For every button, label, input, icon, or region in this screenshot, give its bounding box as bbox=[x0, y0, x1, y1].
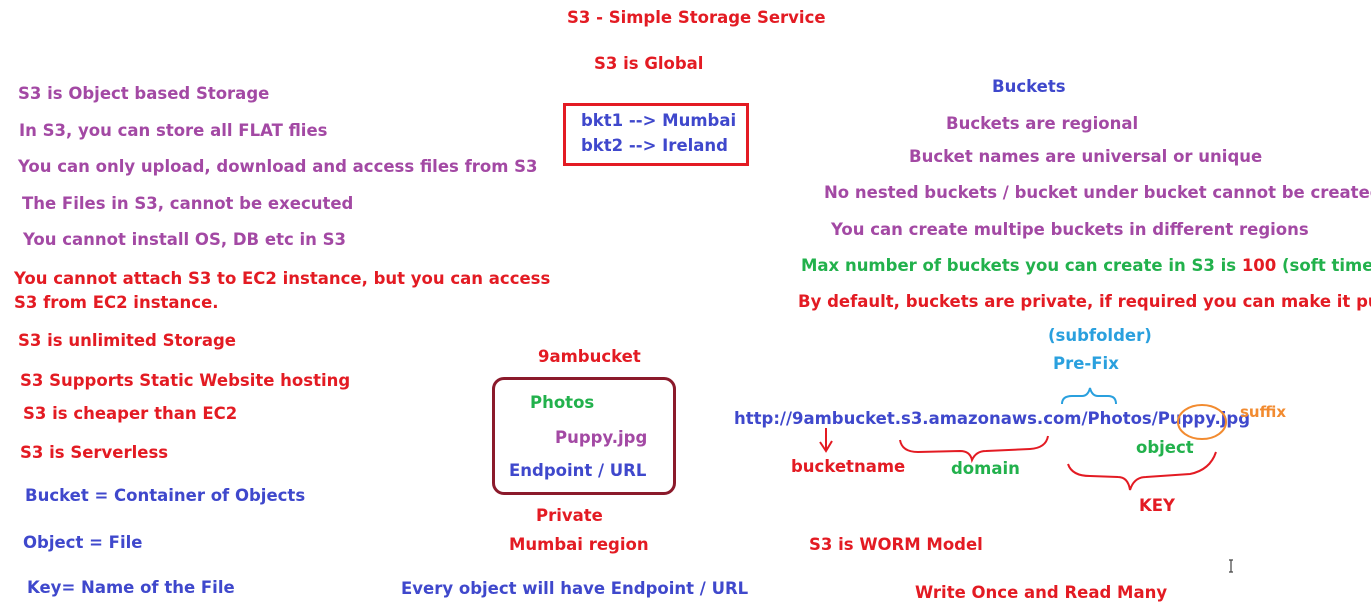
object-label: object bbox=[1136, 438, 1194, 457]
buckets-heading: Buckets bbox=[992, 77, 1066, 96]
buckets-max-suffix: (soft time) bbox=[1276, 256, 1371, 275]
buckets-regional: Buckets are regional bbox=[946, 114, 1139, 133]
region-box-line-2: bkt2 --> Ireland bbox=[581, 136, 728, 155]
note-static-site: S3 Supports Static Website hosting bbox=[20, 371, 351, 390]
note-no-install: You cannot install OS, DB etc in S3 bbox=[23, 230, 346, 249]
note-key-definition: Key= Name of the File bbox=[27, 578, 235, 597]
buckets-unique: Bucket names are universal or unique bbox=[909, 147, 1263, 166]
domain-brace bbox=[899, 435, 1049, 464]
url-text: http://9ambucket.s3.amazonaws.com/Photos… bbox=[734, 409, 1251, 428]
text-cursor-icon bbox=[1229, 559, 1233, 573]
bucket-file: Puppy.jpg bbox=[555, 428, 648, 447]
domain-label: domain bbox=[951, 459, 1020, 478]
note-upload: You can only upload, download and access… bbox=[18, 157, 538, 176]
bucketname-arrow bbox=[819, 428, 833, 453]
global-note: S3 is Global bbox=[594, 54, 704, 73]
buckets-multiple: You can create multipe buckets in differ… bbox=[831, 220, 1309, 239]
bucket-region: Mumbai region bbox=[509, 535, 649, 554]
prefix-label: Pre-Fix bbox=[1053, 354, 1119, 373]
region-box bbox=[563, 103, 749, 166]
buckets-max-number: Max number of buckets you can create in … bbox=[801, 256, 1371, 276]
key-label: KEY bbox=[1139, 496, 1176, 515]
bucket-box bbox=[492, 377, 676, 495]
bucket-endpoint: Endpoint / URL bbox=[509, 461, 647, 480]
buckets-no-nested: No nested buckets / bucket under bucket … bbox=[824, 183, 1371, 202]
worm-model: S3 is WORM Model bbox=[809, 535, 983, 554]
note-ec2-line-1: You cannot attach S3 to EC2 instance, bu… bbox=[14, 269, 551, 288]
worm-meaning: Write Once and Read Many bbox=[915, 583, 1168, 602]
note-object-definition: Object = File bbox=[23, 533, 143, 552]
bucket-access: Private bbox=[536, 506, 603, 525]
note-flat-files: In S3, you can store all FLAT flies bbox=[19, 121, 328, 140]
note-object-storage: S3 is Object based Storage bbox=[18, 84, 270, 103]
region-box-line-1: bkt1 --> Mumbai bbox=[581, 111, 737, 130]
key-brace bbox=[1067, 451, 1217, 491]
suffix-label: suffix bbox=[1240, 403, 1287, 421]
page-title: S3 - Simple Storage Service bbox=[567, 8, 826, 27]
bucketname-label: bucketname bbox=[791, 457, 906, 476]
note-not-executed: The Files in S3, cannot be executed bbox=[22, 194, 354, 213]
endpoint-note: Every object will have Endpoint / URL bbox=[401, 579, 749, 598]
subfolder-label: (subfolder) bbox=[1048, 326, 1152, 345]
note-bucket-definition: Bucket = Container of Objects bbox=[25, 486, 306, 505]
prefix-brace bbox=[1061, 387, 1117, 405]
note-ec2-line-2: S3 from EC2 instance. bbox=[14, 293, 219, 312]
note-serverless: S3 is Serverless bbox=[20, 443, 169, 462]
note-cheaper: S3 is cheaper than EC2 bbox=[23, 404, 238, 423]
buckets-private: By default, buckets are private, if requ… bbox=[798, 292, 1371, 311]
bucket-name-label: 9ambucket bbox=[538, 347, 641, 366]
buckets-max-value: 100 bbox=[1241, 256, 1277, 275]
buckets-max-prefix: Max number of buckets you can create in … bbox=[801, 256, 1242, 275]
note-unlimited: S3 is unlimited Storage bbox=[18, 331, 236, 350]
suffix-circle bbox=[1177, 404, 1227, 440]
bucket-folder: Photos bbox=[530, 393, 595, 412]
